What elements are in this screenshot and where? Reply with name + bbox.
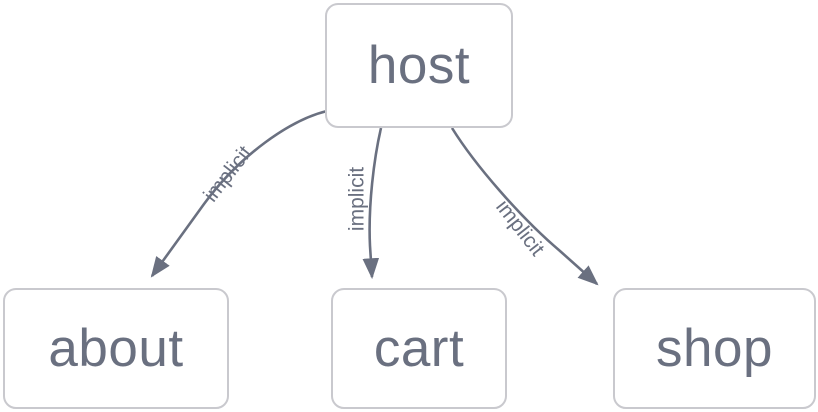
edge-label-host-to-cart: implicit bbox=[345, 166, 369, 232]
node-about-label: about bbox=[48, 319, 184, 378]
edge-host-to-about bbox=[150, 109, 328, 278]
node-cart-label: cart bbox=[373, 319, 465, 378]
node-cart[interactable]: cart bbox=[331, 288, 507, 409]
node-host[interactable]: host bbox=[325, 3, 513, 128]
node-about[interactable]: about bbox=[3, 288, 229, 409]
edge-host-to-cart bbox=[362, 127, 383, 280]
edge-host-to-shop bbox=[450, 127, 599, 286]
node-shop[interactable]: shop bbox=[613, 288, 816, 409]
node-shop-label: shop bbox=[656, 319, 773, 378]
node-host-label: host bbox=[367, 36, 471, 95]
